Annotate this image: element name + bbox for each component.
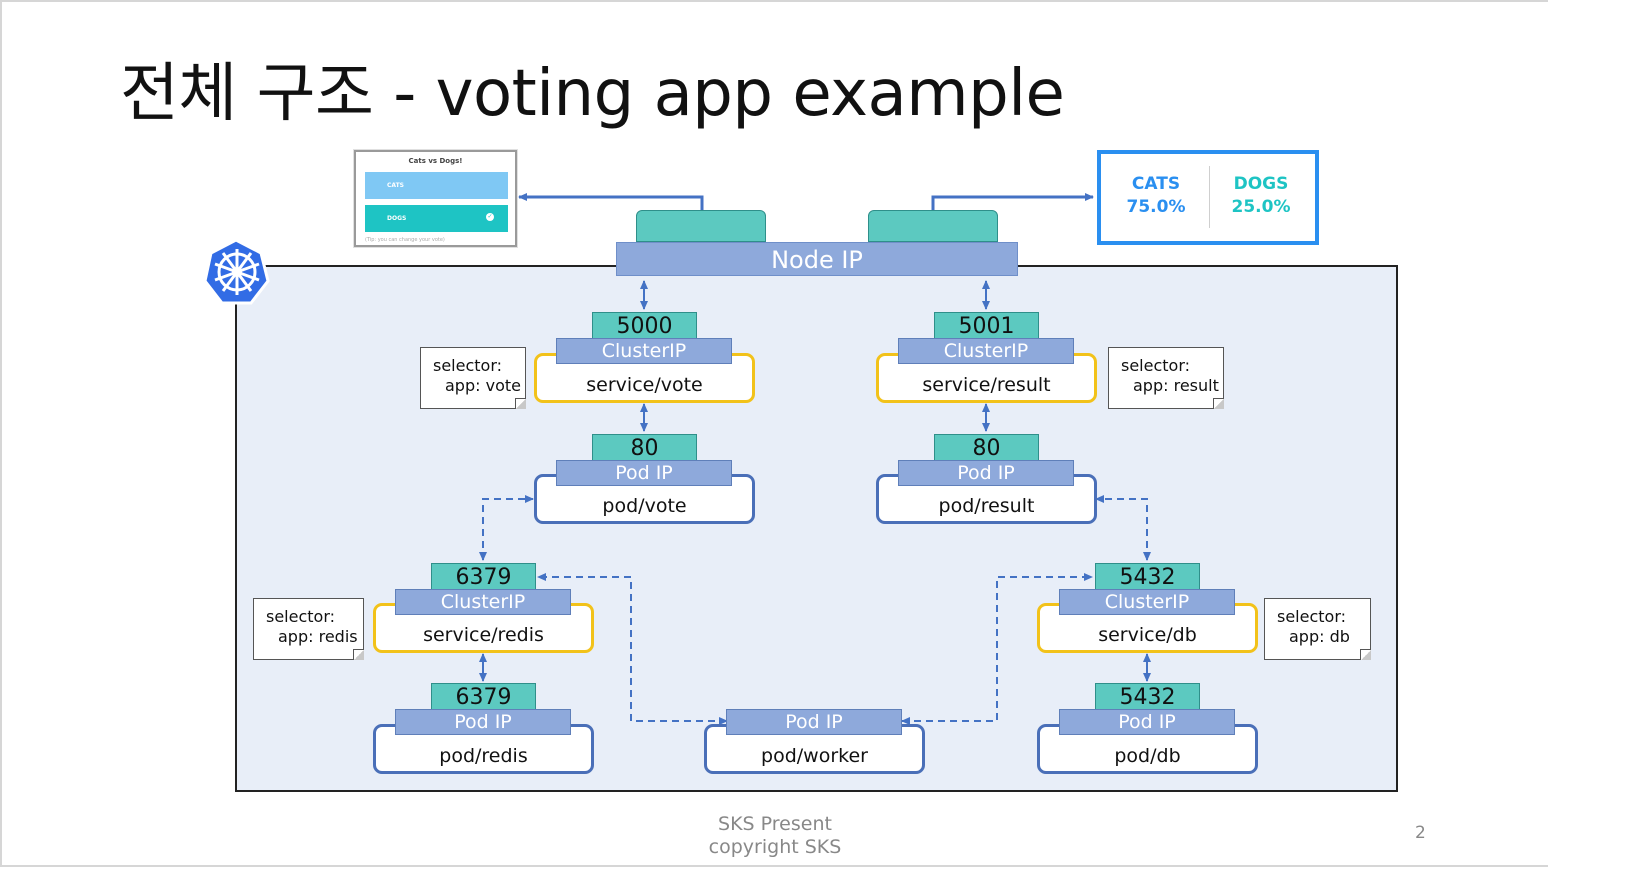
worker-pod-ip: Pod IP	[726, 709, 902, 735]
selector-result-value: app: result	[1133, 376, 1219, 395]
service-db-label: service/db	[1098, 624, 1197, 646]
db-cluster-ip: ClusterIP	[1059, 589, 1235, 615]
connector-lines	[479, 193, 1151, 725]
pod-worker-label: pod/worker	[761, 745, 868, 767]
selector-db-value: app: db	[1289, 627, 1350, 646]
result-cluster-ip: ClusterIP	[898, 338, 1074, 364]
selector-note-vote: selector: app: vote	[420, 347, 526, 409]
vote-ui-dogs-button: DOGS ✓	[365, 205, 508, 232]
redis-pod-ip: Pod IP	[395, 709, 571, 735]
pod-db-label: pod/db	[1114, 745, 1181, 767]
result-cats-label: CATS	[1131, 174, 1181, 194]
arrow-to-vote-ui	[518, 193, 704, 210]
redis-service-port: 6379	[431, 563, 536, 590]
nodeport-result-tab	[868, 210, 998, 242]
arrow-to-result-ui	[931, 193, 1094, 210]
selector-result-key: selector:	[1121, 356, 1191, 375]
nodeport-vote-tab	[636, 210, 766, 242]
result-ui-screenshot: CATS 75.0% DOGS 25.0%	[1097, 150, 1319, 245]
vote-pod-port: 80	[592, 434, 697, 461]
vote-pod-ip: Pod IP	[556, 460, 732, 486]
slide: 전체 구조 - voting app example	[0, 0, 1548, 867]
note-fold	[1360, 649, 1371, 660]
selector-vote-value: app: vote	[445, 376, 521, 395]
selector-db-key: selector:	[1277, 607, 1347, 626]
vote-ui-tip: (Tip: you can change your vote)	[365, 237, 445, 243]
pod-redis-label: pod/redis	[439, 745, 528, 767]
selector-redis-value: app: redis	[278, 627, 358, 646]
pod-vote-label: pod/vote	[602, 495, 687, 517]
selector-note-result: selector: app: result	[1108, 347, 1224, 409]
db-service-port: 5432	[1095, 563, 1200, 590]
footer: SKS Present copyright SKS	[602, 813, 948, 859]
service-vote-label: service/vote	[586, 374, 703, 396]
redis-cluster-ip: ClusterIP	[395, 589, 571, 615]
selector-note-db: selector: app: db	[1264, 598, 1371, 660]
slide-title: 전체 구조 - voting app example	[120, 57, 1065, 131]
pod-result-label: pod/result	[938, 495, 1035, 517]
db-pod-port: 5432	[1095, 683, 1200, 710]
dashed-vote-to-redis	[479, 495, 534, 561]
dashed-result-to-db	[1095, 495, 1151, 561]
vote-service-port: 5000	[592, 312, 697, 339]
service-redis-label: service/redis	[423, 624, 544, 646]
vote-ui-cats-button: CATS	[365, 172, 508, 199]
vote-ui-screenshot: Cats vs Dogs! CATS DOGS ✓ (Tip: you can …	[354, 150, 517, 247]
note-fold	[1213, 398, 1224, 409]
selector-note-redis: selector: app: redis	[253, 598, 364, 660]
selector-redis-key: selector:	[266, 607, 336, 626]
result-divider	[1209, 166, 1210, 228]
result-pod-port: 80	[934, 434, 1039, 461]
redis-pod-port: 6379	[431, 683, 536, 710]
vote-ui-dogs-label: DOGS	[387, 215, 407, 222]
result-pod-ip: Pod IP	[898, 460, 1074, 486]
page-number: 2	[1415, 823, 1426, 843]
dashed-worker-to-redis	[537, 573, 728, 725]
footer-line-1: SKS Present	[718, 813, 832, 835]
result-dogs-value: 25.0%	[1231, 197, 1291, 217]
node-ip-bar: Node IP	[616, 242, 1018, 276]
result-dogs-label: DOGS	[1233, 174, 1289, 194]
db-pod-ip: Pod IP	[1059, 709, 1235, 735]
vote-cluster-ip: ClusterIP	[556, 338, 732, 364]
footer-line-2: copyright SKS	[708, 836, 842, 858]
result-cats-value: 75.0%	[1126, 197, 1186, 217]
selector-vote-key: selector:	[433, 356, 503, 375]
note-fold	[353, 649, 364, 660]
service-result-label: service/result	[922, 374, 1051, 396]
check-icon: ✓	[486, 213, 494, 221]
result-service-port: 5001	[934, 312, 1039, 339]
vote-ui-title: Cats vs Dogs!	[408, 157, 463, 165]
note-fold	[515, 398, 526, 409]
